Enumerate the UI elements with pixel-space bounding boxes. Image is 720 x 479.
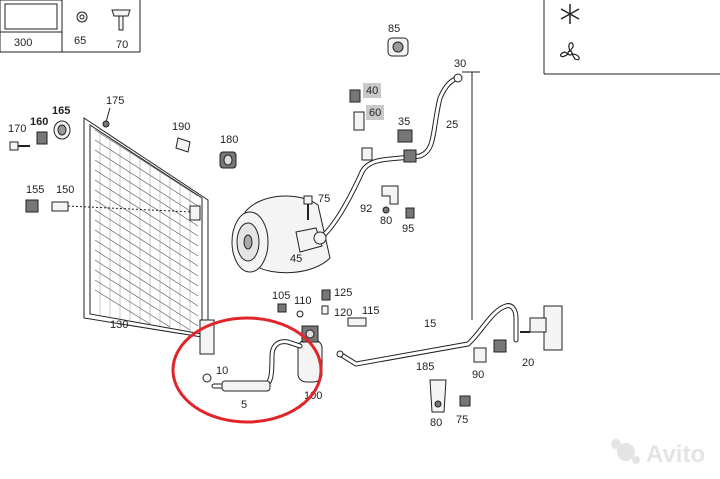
- line-15: [336, 303, 519, 367]
- part-105: [277, 303, 287, 313]
- hose-25: [313, 73, 463, 245]
- label-45: 45: [290, 253, 302, 265]
- fan-icon: [559, 42, 580, 61]
- label-70: 70: [116, 39, 128, 51]
- part-110: [296, 310, 304, 318]
- label-10: 10: [216, 365, 228, 377]
- part-165: [53, 120, 71, 140]
- label-185: 185: [416, 361, 434, 373]
- label-165: 165: [52, 105, 70, 117]
- label-65: 65: [74, 35, 86, 47]
- part-60: [353, 111, 365, 131]
- highlight-circle: [171, 316, 323, 424]
- label-150: 150: [56, 184, 74, 196]
- label-180: 180: [220, 134, 238, 146]
- label-25: 25: [446, 119, 458, 131]
- part-175: [102, 107, 111, 128]
- label-95: 95: [402, 223, 414, 235]
- label-35: 35: [398, 116, 410, 128]
- label-80-bottom: 80: [430, 417, 442, 429]
- part-180: [219, 151, 237, 169]
- label-130: 130: [110, 319, 128, 331]
- label-115: 115: [362, 305, 380, 317]
- avito-watermark: Avito: [611, 439, 705, 468]
- condenser: [83, 117, 215, 355]
- part-155: [25, 199, 39, 213]
- label-90: 90: [472, 369, 484, 381]
- label-85: 85: [388, 23, 400, 35]
- label-170: 170: [8, 123, 26, 135]
- clip-icon: [111, 9, 131, 31]
- watermark-text: Avito: [646, 441, 705, 468]
- label-80-top: 80: [380, 215, 392, 227]
- label-105: 105: [272, 290, 290, 302]
- bolt-75-top: [303, 195, 313, 220]
- label-155: 155: [26, 184, 44, 196]
- label-175: 175: [106, 95, 124, 107]
- label-20: 20: [522, 357, 534, 369]
- part-170: [9, 141, 30, 151]
- part-40: [349, 89, 361, 103]
- part-10: [202, 373, 212, 383]
- label-110: 110: [294, 295, 312, 307]
- expansion-valve: [520, 305, 563, 351]
- legend-box-topright: [543, 0, 720, 75]
- part-125: [321, 289, 331, 301]
- snowflake-icon: [560, 4, 580, 24]
- label-5: 5: [241, 399, 247, 411]
- part-90: [473, 339, 507, 363]
- label-40-highlight: [363, 83, 381, 98]
- part-115: [347, 317, 367, 327]
- label-125: 125: [334, 287, 352, 299]
- label-40: 40: [366, 85, 378, 97]
- part-150: [51, 201, 193, 213]
- bolt-75-bottom: [459, 395, 471, 407]
- label-190: 190: [172, 121, 190, 133]
- label-60-highlight: [366, 105, 384, 120]
- part-35: [397, 129, 413, 143]
- label-75-top: 75: [318, 193, 330, 205]
- part-95: [405, 207, 415, 219]
- label-75-bottom: 75: [456, 414, 468, 426]
- label-120: 120: [334, 307, 352, 319]
- label-92: 92: [360, 203, 372, 215]
- label-60: 60: [369, 107, 381, 119]
- part-160: [36, 131, 48, 145]
- part-120: [321, 305, 329, 315]
- bracket-92: [381, 185, 399, 205]
- label-300: 300: [14, 37, 32, 49]
- label-30: 30: [454, 58, 466, 70]
- part-80-top: [382, 206, 390, 214]
- hose-5: [211, 339, 303, 392]
- label-160: 160: [30, 116, 48, 128]
- legend-box-topleft: 300 65 70: [0, 0, 141, 53]
- label-15: 15: [424, 318, 436, 330]
- part-190: [175, 137, 191, 153]
- part-85: [387, 37, 409, 57]
- part-185: [429, 379, 447, 413]
